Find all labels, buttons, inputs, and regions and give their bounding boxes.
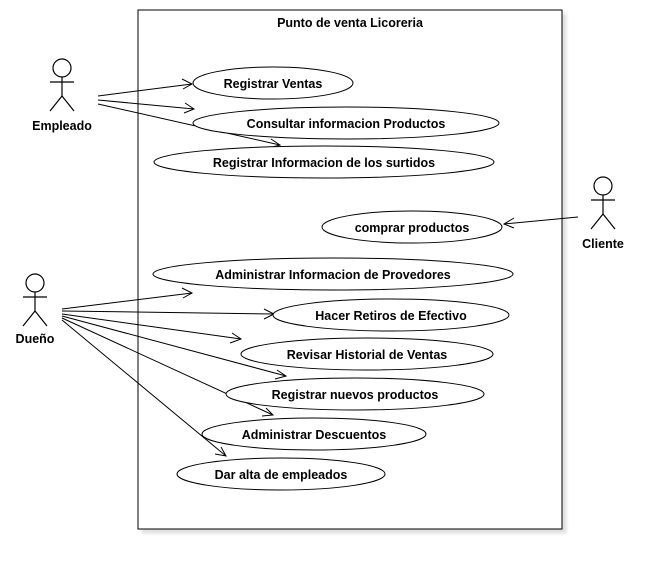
use-case-label: Revisar Historial de Ventas [287, 348, 448, 362]
stick-figure-icon [22, 273, 48, 327]
use-case-registrar-ventas[interactable]: Registrar Ventas [192, 66, 354, 100]
association-empleado-consultar-productos [97, 99, 196, 114]
association-dueno-dar-alta-empleados [61, 319, 227, 457]
use-case-label: comprar productos [355, 221, 470, 235]
use-case-label: Hacer Retiros de Efectivo [315, 309, 467, 323]
use-case-revisar-historial-ventas[interactable]: Revisar Historial de Ventas [240, 337, 494, 371]
association-empleado-registrar-ventas [97, 78, 194, 97]
use-case-registrar-informacion-surtidos[interactable]: Registrar Informacion de los surtidos [153, 145, 495, 179]
use-case-label: Administrar Informacion de Provedores [215, 268, 451, 282]
use-case-administrar-informacion-provedores[interactable]: Administrar Informacion de Provedores [152, 257, 514, 291]
use-case-label: Registrar Ventas [224, 77, 323, 91]
association-cliente-comprar-productos [502, 216, 579, 229]
actor-label: Cliente [582, 237, 624, 251]
actor-dueno[interactable]: Dueño [16, 273, 55, 346]
use-case-consultar-informacion-productos[interactable]: Consultar informacion Productos [192, 106, 500, 140]
association-dueno-revisar-historial [61, 313, 243, 344]
use-case-label: Consultar informacion Productos [247, 117, 446, 131]
use-case-hacer-retiros-efectivo[interactable]: Hacer Retiros de Efectivo [272, 298, 510, 332]
actor-empleado[interactable]: Empleado [32, 58, 92, 133]
use-case-registrar-nuevos-productos[interactable]: Registrar nuevos productos [225, 377, 485, 411]
actor-cliente[interactable]: Cliente [582, 176, 624, 251]
actor-label: Dueño [16, 332, 55, 346]
use-case-label: Dar alta de empleados [215, 468, 348, 482]
use-cases: Registrar Ventas Consultar informacion P… [152, 66, 514, 491]
system-title: Punto de venta Licoreria [277, 16, 424, 30]
use-case-label: Registrar nuevos productos [272, 388, 439, 402]
stick-figure-icon [49, 58, 75, 112]
use-case-comprar-productos[interactable]: comprar productos [321, 210, 503, 244]
actor-label: Empleado [32, 119, 92, 133]
association-dueno-administrar-provedores [61, 287, 194, 310]
use-case-dar-alta-empleados[interactable]: Dar alta de empleados [176, 457, 386, 491]
use-case-label: Administrar Descuentos [242, 428, 387, 442]
use-case-administrar-descuentos[interactable]: Administrar Descuentos [201, 417, 427, 451]
stick-figure-icon [590, 176, 616, 230]
association-dueno-registrar-nuevos-productos [61, 315, 288, 380]
use-case-label: Registrar Informacion de los surtidos [213, 156, 435, 170]
